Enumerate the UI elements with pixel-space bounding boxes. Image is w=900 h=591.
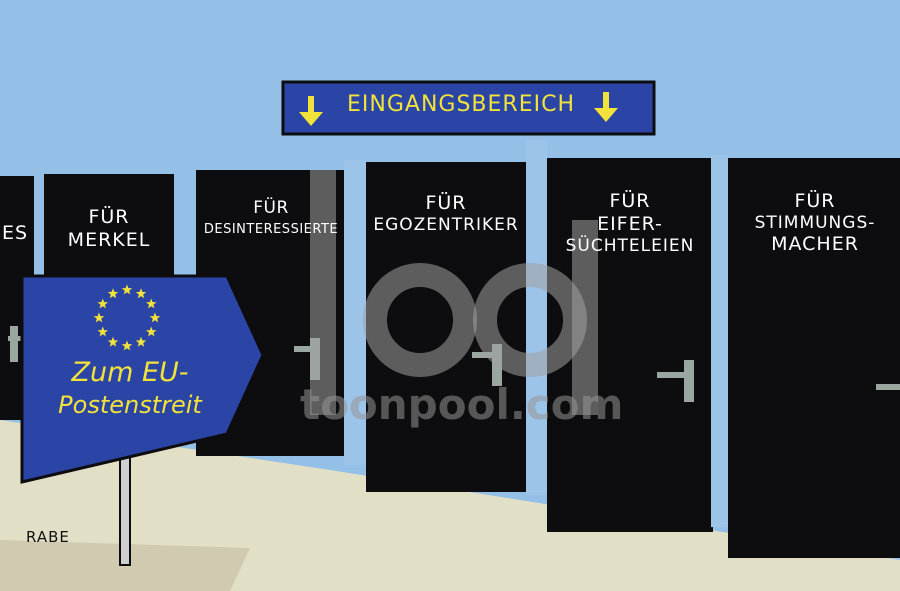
eu-star-icon — [149, 312, 161, 323]
eu-star-icon — [93, 312, 105, 323]
eu-sign-text: Zum EU- Postenstreit — [30, 356, 230, 420]
eu-star-icon — [146, 326, 157, 337]
door-label-line: FÜR — [794, 190, 836, 212]
door-label-egozentriker: FÜR EGOZENTRIKER — [370, 192, 522, 235]
door-label-line: STIMMUNGS- — [754, 212, 876, 233]
banner — [281, 80, 656, 136]
door-label-line: FÜR — [253, 198, 289, 218]
door-label-line: EGOZENTRIKER — [373, 214, 519, 235]
door-label-eifersuechteleien: FÜR EIFER- SÜCHTELEIEN — [552, 190, 708, 256]
eu-star-icon — [135, 288, 147, 299]
door-label-desinteressierte: FÜR DESINTERESSIERTE — [198, 198, 344, 238]
door-label-line: MERKEL — [67, 228, 151, 251]
pillar — [344, 160, 366, 465]
eu-star-icon — [107, 288, 119, 299]
eu-sign-line: Postenstreit — [58, 390, 202, 419]
door-label-line: SÜCHTELEIEN — [565, 235, 695, 256]
door-label-merkel: FÜR MERKEL — [50, 206, 168, 252]
door-egozentriker — [366, 162, 526, 492]
door-label-line: MACHER — [771, 233, 859, 256]
watermark-logo — [310, 170, 598, 415]
eu-star-icon — [97, 298, 108, 309]
eu-star-icon — [135, 336, 147, 347]
eu-star-icon — [146, 298, 157, 309]
door-label-line: FÜR — [88, 206, 130, 228]
door-label-line: DESINTERESSIERTE — [203, 222, 339, 238]
eu-sign-line: Zum EU- — [71, 357, 189, 388]
eu-star-icon — [121, 340, 133, 351]
eu-stars-icon — [93, 284, 161, 351]
door-label-stimmungsmacher: FÜR STIMMUNGS- MACHER — [734, 190, 896, 256]
eu-sign — [20, 274, 265, 484]
eu-star-icon — [97, 326, 108, 337]
door-label-line: FÜR — [609, 190, 651, 212]
door-label-line: FÜR — [425, 192, 467, 214]
artist-signature: RABE — [26, 528, 70, 546]
eu-star-icon — [121, 284, 133, 295]
door-label-es: ES — [1, 222, 29, 244]
door-stimmungsmacher — [728, 158, 900, 558]
door-label-line: EIFER- — [597, 212, 663, 235]
pillar — [526, 140, 547, 495]
banner-label: EINGANGSBEREICH — [347, 92, 575, 117]
watermark-text: toonpool.com — [300, 380, 624, 429]
arrow-down-icon — [299, 92, 618, 126]
eu-star-icon — [107, 336, 119, 347]
pillar — [711, 155, 728, 527]
